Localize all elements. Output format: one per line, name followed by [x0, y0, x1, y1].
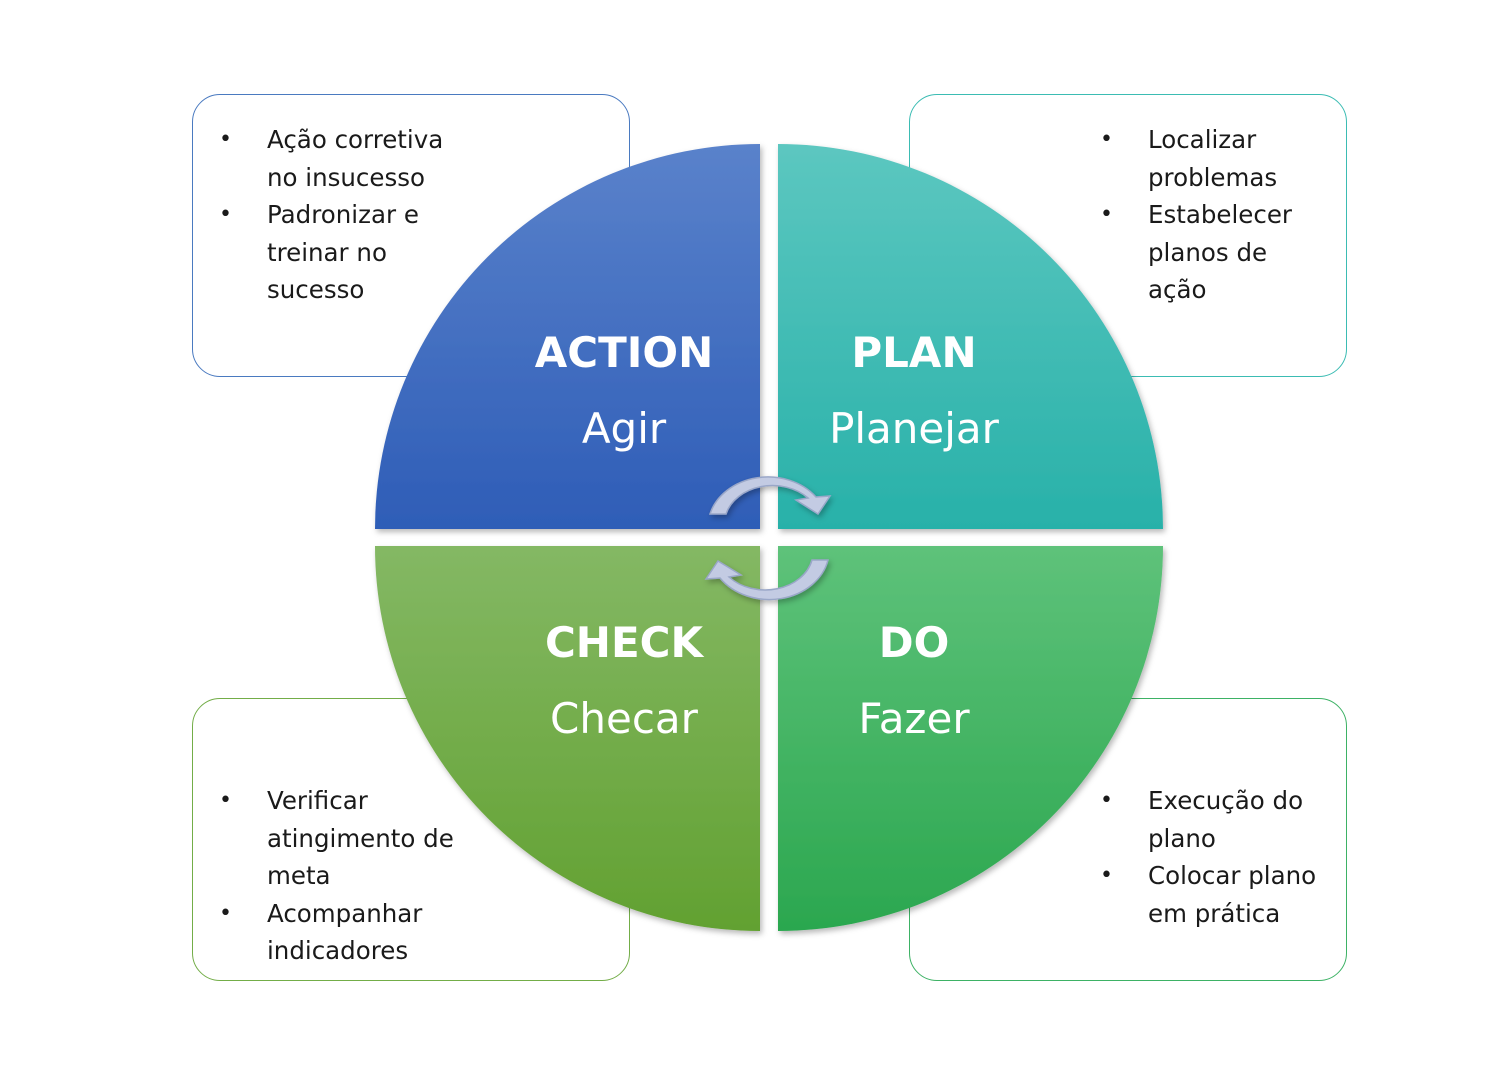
bullet-item: Ação corretiva no insucesso [219, 121, 469, 196]
action-quadrant [375, 144, 760, 529]
action-label: ACTION Agir [494, 328, 754, 454]
check-title: CHECK [544, 618, 704, 667]
plan-quadrant [778, 144, 1163, 529]
bullet-item: Acompanhar indicadores [219, 895, 469, 970]
plan-bullet-list: Localizar problemas Estabelecer planos d… [1100, 121, 1320, 309]
bullet-item: Padronizar e treinar no sucesso [219, 196, 469, 309]
do-title: DO [878, 618, 950, 667]
check-bullet-list: Verificar atingimento de meta Acompanhar… [219, 782, 469, 970]
do-label: DO Fazer [784, 618, 1044, 744]
do-bullet-list: Execução do plano Colocar plano em práti… [1100, 782, 1320, 932]
top-arc-arrow [708, 476, 832, 516]
check-subtitle: Checar [550, 694, 698, 743]
do-quadrant [778, 546, 1163, 931]
bullet-item: Estabelecer planos de ação [1100, 196, 1320, 309]
do-subtitle: Fazer [858, 694, 970, 743]
bullet-item: Verificar atingimento de meta [219, 782, 469, 895]
check-quadrant [375, 546, 760, 931]
action-subtitle: Agir [581, 404, 667, 453]
plan-title: PLAN [851, 328, 977, 377]
bullet-item: Colocar plano em prática [1100, 857, 1320, 932]
action-title: ACTION [534, 328, 714, 377]
action-bullet-list: Ação corretiva no insucesso Padronizar e… [219, 121, 469, 309]
plan-subtitle: Planejar [829, 404, 999, 453]
check-label: CHECK Checar [494, 618, 754, 744]
plan-label: PLAN Planejar [784, 328, 1044, 454]
bullet-item: Execução do plano [1100, 782, 1320, 857]
bottom-arc-arrow [704, 559, 829, 601]
circular-arrows-icon [704, 476, 832, 601]
bullet-item: Localizar problemas [1100, 121, 1320, 196]
